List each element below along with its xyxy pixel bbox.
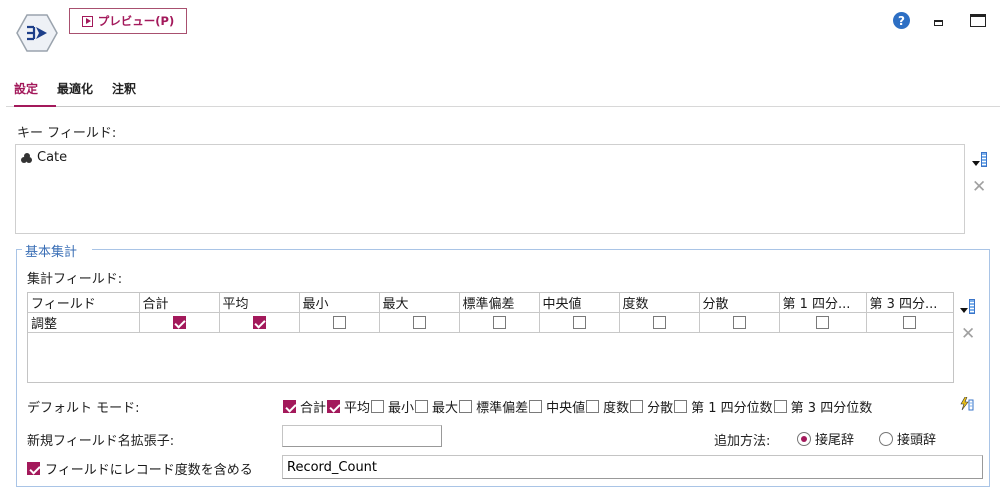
min-checkbox[interactable] — [332, 316, 346, 329]
column-header: 第 3 四分... — [865, 293, 953, 313]
default-q1-option[interactable]: 第 1 四分位数 — [674, 397, 774, 416]
key-fields-label: キー フィールド: — [17, 126, 117, 141]
count-checkbox[interactable] — [652, 316, 666, 329]
record-count-field-input[interactable] — [282, 455, 983, 479]
extension-label: 新規フィールド名拡張子: — [27, 434, 175, 449]
prefix-radio[interactable] — [879, 431, 893, 446]
checkbox[interactable] — [773, 400, 787, 413]
table-row[interactable]: 調整 — [28, 312, 953, 333]
basic-aggregates-group — [16, 249, 990, 487]
help-icon[interactable]: ? — [893, 12, 910, 29]
field-name-cell: 調整 — [28, 312, 140, 333]
checkbox[interactable] — [327, 400, 341, 413]
q1-checkbox[interactable] — [816, 316, 829, 329]
apply-defaults-icon[interactable] — [959, 397, 975, 411]
radio-label: 接尾辞 — [815, 433, 855, 448]
column-header: 分散 — [698, 293, 780, 313]
column-header: フィールド — [28, 293, 140, 313]
key-field-name: Cate — [37, 150, 68, 165]
checkbox[interactable] — [371, 400, 385, 413]
option-label: 平均 — [344, 401, 371, 416]
group-title: 基本集計 — [25, 245, 78, 260]
sum-checkbox[interactable] — [172, 316, 186, 329]
column-header: 平均 — [218, 293, 300, 313]
option-label: 第 1 四分位数 — [691, 401, 773, 416]
default-variance-option[interactable]: 分散 — [630, 397, 674, 416]
checkbox[interactable] — [630, 400, 644, 413]
tab-bar: 設定 最適化 注釈 — [14, 80, 155, 97]
minimize-icon[interactable] — [934, 20, 943, 26]
extension-input[interactable] — [282, 425, 442, 447]
checkbox[interactable] — [529, 400, 543, 413]
option-label: 第 3 四分位数 — [790, 401, 873, 416]
key-fields-list[interactable]: Cate — [15, 144, 965, 234]
radio-label: 接頭辞 — [897, 433, 937, 448]
mean-checkbox[interactable] — [252, 316, 266, 329]
q3-checkbox[interactable] — [903, 316, 917, 329]
default-count-option[interactable]: 度数 — [586, 397, 630, 416]
suffix-radio[interactable] — [797, 431, 811, 446]
checkbox[interactable] — [459, 400, 473, 413]
include-record-count-checkbox[interactable] — [27, 462, 40, 475]
prefix-radio-option[interactable]: 接頭辞 — [879, 429, 936, 448]
default-median-option[interactable]: 中央値 — [529, 397, 586, 416]
default-min-option[interactable]: 最小 — [371, 397, 415, 416]
checkbox[interactable] — [415, 400, 429, 413]
tab-optimization[interactable]: 最適化 — [57, 82, 94, 96]
column-header: 標準偏差 — [458, 293, 540, 313]
tab-settings[interactable]: 設定 — [14, 82, 39, 96]
option-label: 合計 — [300, 401, 327, 416]
max-checkbox[interactable] — [412, 316, 426, 329]
field-picker-icon[interactable] — [960, 299, 975, 314]
checkbox[interactable] — [674, 400, 688, 413]
column-header: 最小 — [298, 293, 380, 313]
option-label: 度数 — [603, 401, 630, 416]
table-header-row: フィールド 合計 平均 最小 最大 標準偏差 中央値 度数 分散 第 1 四分.… — [28, 293, 953, 313]
delete-icon[interactable]: ✕ — [961, 324, 976, 344]
default-mean-option[interactable]: 平均 — [327, 397, 371, 416]
default-q3-option[interactable]: 第 3 四分位数 — [773, 397, 874, 416]
default-mode-options: 合計 平均 最小 最大 標準偏差 中央値 度数 分散 第 1 四分位数 第 3 … — [283, 397, 873, 416]
column-header: 中央値 — [538, 293, 620, 313]
default-sdev-option[interactable]: 標準偏差 — [459, 397, 529, 416]
active-tab-indicator — [14, 105, 56, 107]
option-label: 最大 — [432, 401, 459, 416]
include-record-count-label: フィールドにレコード度数を含める — [45, 463, 253, 478]
preview-button[interactable]: プレビュー(P) — [69, 8, 187, 34]
aggregate-node-icon — [16, 14, 58, 52]
group-border — [16, 249, 22, 250]
tab-divider-secondary — [56, 106, 160, 107]
option-label: 標準偏差 — [476, 401, 529, 416]
sdev-checkbox[interactable] — [492, 316, 506, 329]
list-item[interactable]: Cate — [21, 150, 67, 165]
option-label: 中央値 — [546, 401, 586, 416]
group-border — [92, 249, 990, 250]
agg-fields-label: 集計フィールド: — [27, 272, 123, 287]
checkbox[interactable] — [283, 400, 296, 413]
include-record-count-option[interactable]: フィールドにレコード度数を含める — [27, 459, 253, 478]
nominal-icon — [21, 152, 32, 163]
aggregate-fields-table: フィールド 合計 平均 最小 最大 標準偏差 中央値 度数 分散 第 1 四分.… — [27, 292, 954, 383]
median-checkbox[interactable] — [572, 316, 586, 329]
add-method-label: 追加方法: — [714, 434, 771, 449]
preview-label: プレビュー(P) — [97, 14, 175, 28]
suffix-radio-option[interactable]: 接尾辞 — [797, 429, 854, 448]
tab-divider — [6, 106, 1000, 107]
default-mode-label: デフォルト モード: — [27, 401, 140, 416]
checkbox[interactable] — [586, 400, 600, 413]
field-picker-icon[interactable] — [972, 152, 987, 167]
option-label: 分散 — [647, 401, 674, 416]
play-icon — [81, 15, 93, 27]
column-header: 最大 — [378, 293, 460, 313]
option-label: 最小 — [388, 401, 415, 416]
variance-checkbox[interactable] — [732, 316, 746, 329]
delete-icon[interactable]: ✕ — [972, 177, 987, 197]
column-header: 度数 — [618, 293, 700, 313]
default-sum-option[interactable]: 合計 — [283, 397, 327, 416]
column-header: 合計 — [138, 293, 220, 313]
column-header: 第 1 四分... — [778, 293, 867, 313]
maximize-icon[interactable] — [970, 14, 986, 27]
default-max-option[interactable]: 最大 — [415, 397, 459, 416]
tab-annotations[interactable]: 注釈 — [112, 82, 137, 96]
